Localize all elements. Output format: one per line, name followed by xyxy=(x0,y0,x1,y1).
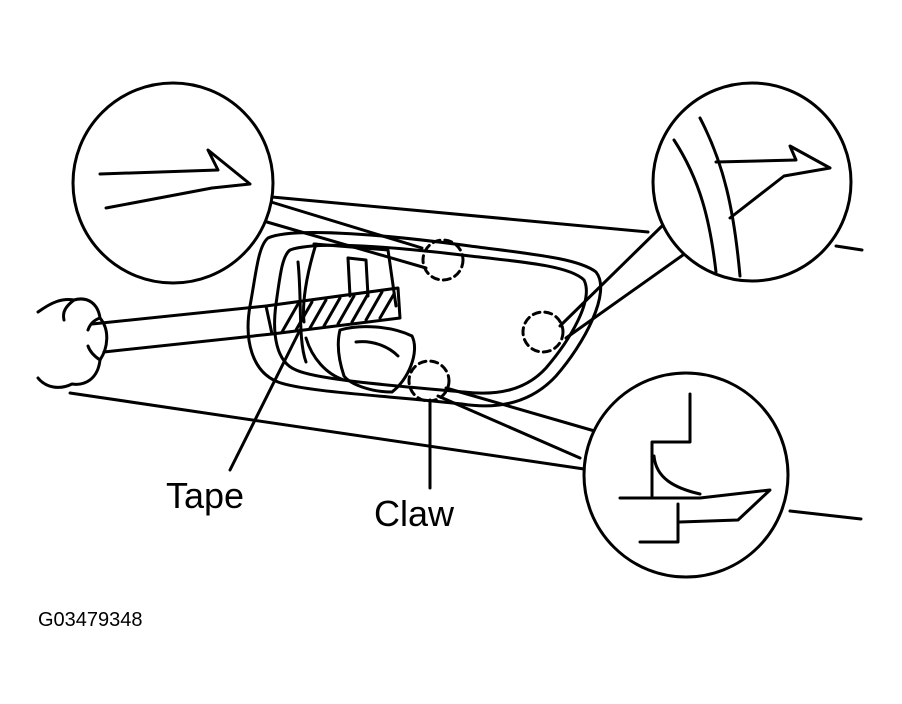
claw-marker-right xyxy=(521,310,565,354)
handle-bezel xyxy=(246,231,603,408)
tape-label: Tape xyxy=(166,475,245,516)
callout-leaders xyxy=(228,196,692,490)
magnified-detail-bottom-right xyxy=(582,371,790,579)
magnified-detail-top-left xyxy=(71,81,275,285)
inner-handle-lever xyxy=(302,242,417,394)
claw-label: Claw xyxy=(374,493,455,534)
screwdriver-icon xyxy=(36,297,274,389)
magnified-detail-top-right xyxy=(651,81,853,283)
door-panel-outline xyxy=(68,195,864,521)
figure-code: G03479348 xyxy=(38,609,143,631)
claw-marker-bottom xyxy=(407,359,451,403)
claw-marker-top xyxy=(421,238,465,282)
tape-wrap xyxy=(264,286,402,336)
